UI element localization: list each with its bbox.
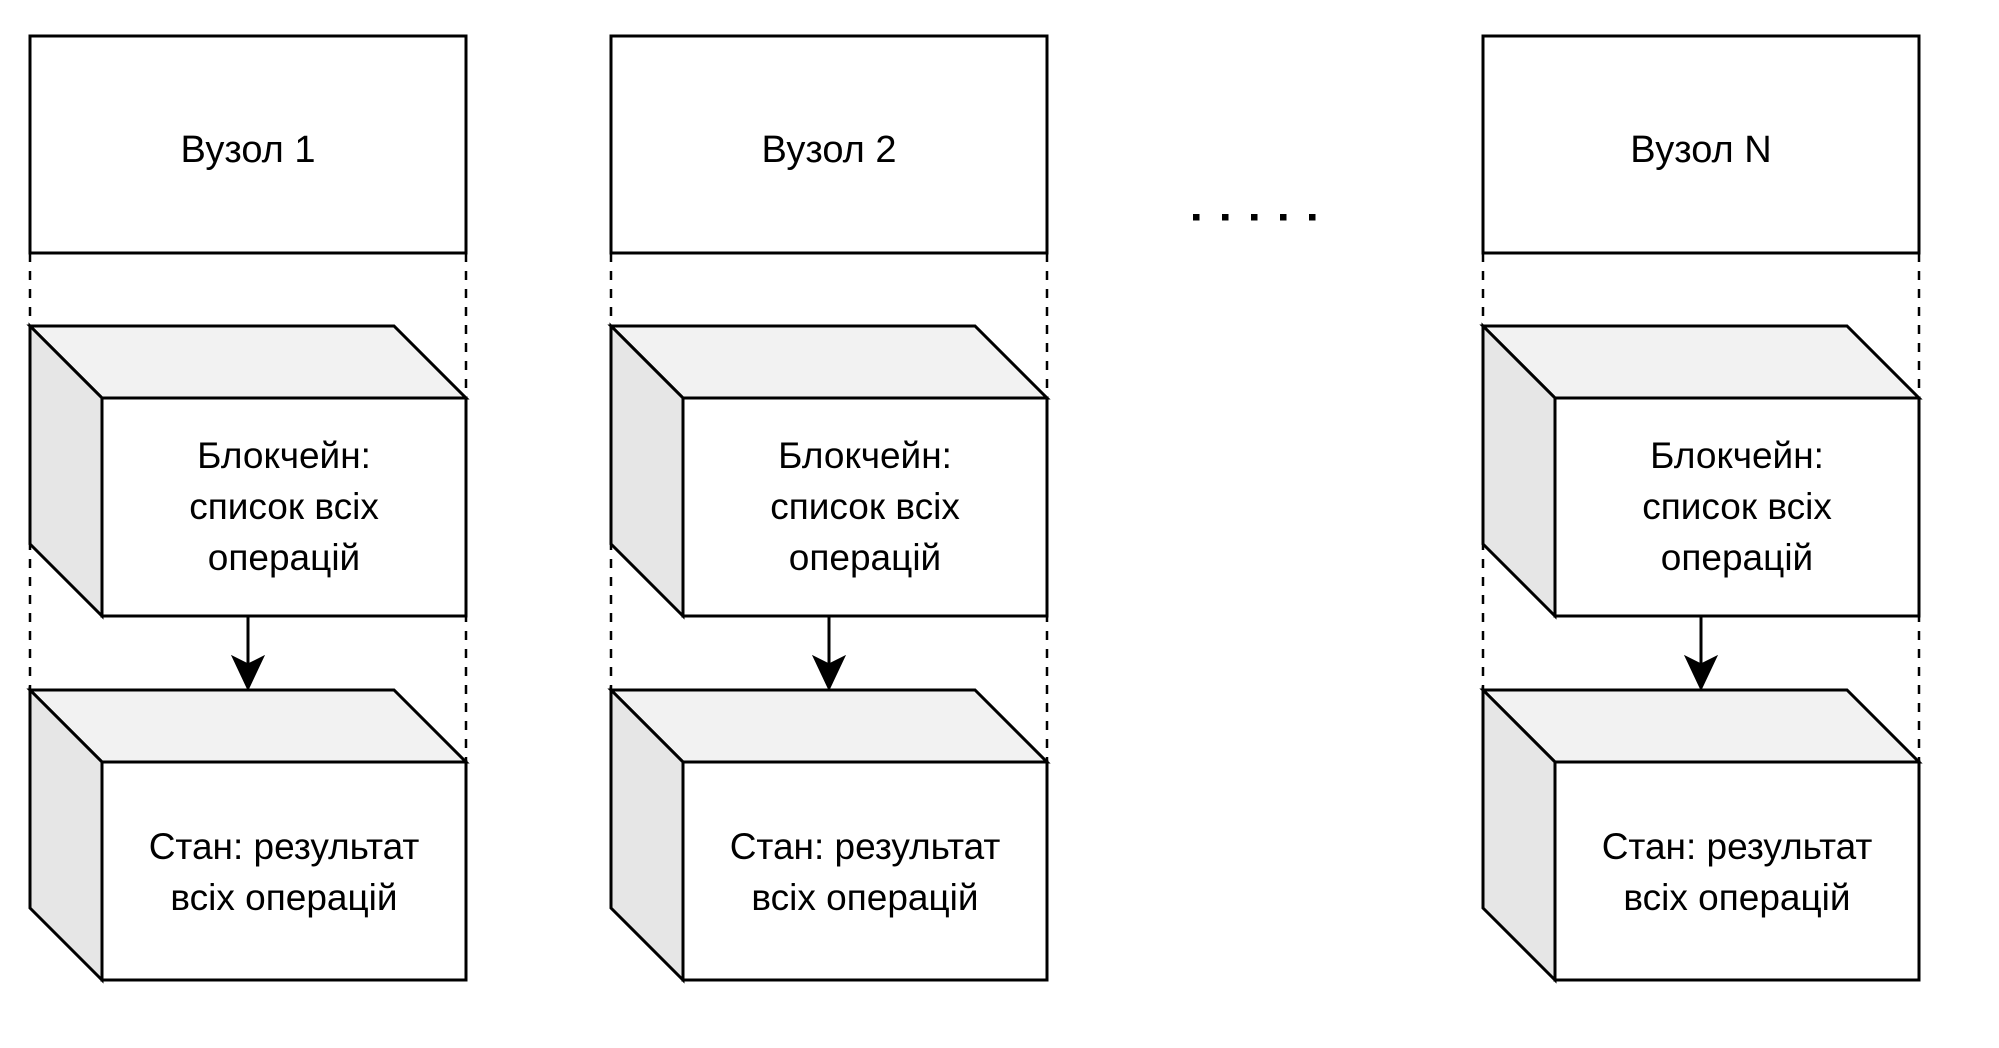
blockchain-label-line: Блокчейн: <box>1650 435 1824 476</box>
blockchain-label-line: операцій <box>789 537 941 578</box>
node-column: Вузол 1 Блокчейн: список всіх операційСтан:… <box>26 34 470 984</box>
blockchain-cube-top-face <box>1479 324 1923 400</box>
arrowhead-icon <box>230 654 266 692</box>
state-label-line: Стан: результат <box>730 826 1001 867</box>
blockchain-label-line: список всіх <box>189 486 379 527</box>
state-cube: Стан: результат всіх операцій <box>607 686 1051 984</box>
ellipsis-dot <box>1280 214 1287 221</box>
state-cube: Стан: результат всіх операцій <box>1479 686 1923 984</box>
state-label-line: Стан: результат <box>149 826 420 867</box>
blockchain-cube: Блокчейн: список всіх операцій <box>26 322 470 620</box>
blockchain-label-line: Блокчейн: <box>197 435 371 476</box>
state-cube-front-face <box>681 760 1049 982</box>
blockchain-cube: Блокчейн: список всіх операцій <box>607 322 1051 620</box>
state-cube-top-face <box>26 688 470 764</box>
blockchain-cube-front-face <box>100 396 468 618</box>
state-label-line: всіх операцій <box>1623 877 1850 918</box>
node-box <box>609 34 1049 255</box>
ellipsis-dot <box>1222 214 1229 221</box>
blockchain-cube: Блокчейн: список всіх операцій <box>1479 322 1923 620</box>
node-label: Вузол 2 <box>761 129 896 171</box>
blockchain-cube-top-face <box>607 324 1051 400</box>
state-cube: Стан: результат всіх операцій <box>26 686 470 984</box>
arrow-blockchain-to-state <box>230 617 266 692</box>
ellipsis-dot <box>1251 214 1258 221</box>
state-label-line: всіх операцій <box>170 877 397 918</box>
arrowhead-icon <box>1683 654 1719 692</box>
node-label: Вузол 1 <box>180 129 315 171</box>
blockchain-cube-front-face <box>681 396 1049 618</box>
state-cube-top-face <box>607 688 1051 764</box>
node-columns: Вузол 1 Блокчейн: список всіх операційСтан:… <box>26 34 1923 984</box>
state-cube-front-face <box>1553 760 1921 982</box>
node-column: Вузол N Блокчейн: список всіх операційСтан:… <box>1479 34 1923 984</box>
blockchain-label-line: список всіх <box>770 486 960 527</box>
state-cube-top-face <box>1479 688 1923 764</box>
blockchain-label-line: Блокчейн: <box>778 435 952 476</box>
arrowhead-icon <box>811 654 847 692</box>
state-cube-front-face <box>100 760 468 982</box>
blockchain-cube-front-face <box>1553 396 1921 618</box>
blockchain-cube-top-face <box>26 324 470 400</box>
blockchain-label-line: операцій <box>208 537 360 578</box>
node-label: Вузол N <box>1630 129 1771 171</box>
arrow-blockchain-to-state <box>1683 617 1719 692</box>
ellipsis-dot <box>1193 214 1200 221</box>
state-label-line: Стан: результат <box>1602 826 1873 867</box>
blockchain-label-line: операцій <box>1661 537 1813 578</box>
arrow-blockchain-to-state <box>811 617 847 692</box>
node-box <box>1481 34 1921 255</box>
blockchain-label-line: список всіх <box>1642 486 1832 527</box>
node-column: Вузол 2 Блокчейн: список всіх операційСтан:… <box>607 34 1051 984</box>
state-label-line: всіх операцій <box>751 877 978 918</box>
ellipsis-dot <box>1309 214 1316 221</box>
ellipsis-dots <box>1193 214 1316 221</box>
node-box <box>28 34 468 255</box>
